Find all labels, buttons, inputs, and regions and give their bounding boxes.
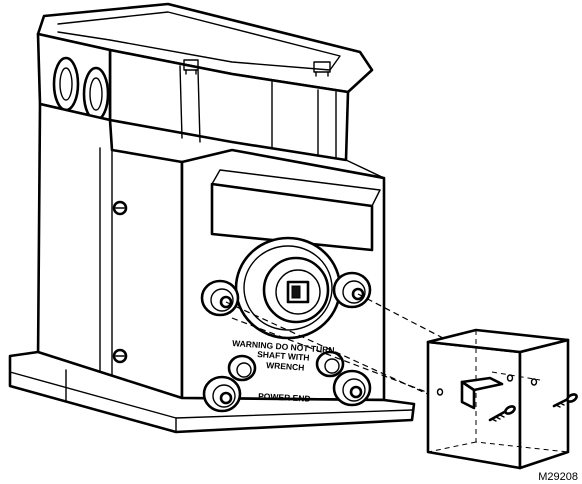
power-end-label: POWER END	[258, 391, 311, 404]
warning-label-line2: SHAFT WITH	[257, 349, 310, 363]
fitting-upper-left	[200, 279, 240, 317]
side-screw-upper	[112, 200, 128, 216]
fitting-lower-right	[332, 369, 372, 407]
screw-left	[488, 405, 516, 422]
base-plate	[8, 350, 416, 434]
figure-id: M29208	[538, 471, 578, 483]
cover-clip-left	[183, 59, 199, 75]
fitting-mid-left	[227, 354, 257, 382]
warning-label-line3: WRENCH	[266, 360, 305, 373]
side-screw-lower	[112, 348, 128, 364]
fitting-upper-right	[332, 271, 372, 309]
screw-right	[552, 393, 578, 408]
shaft-hub	[234, 236, 342, 340]
conduit-opening-2	[82, 66, 110, 122]
top-cover	[36, 2, 374, 162]
cover-clip-right	[313, 61, 331, 77]
exploded-cover-box	[426, 328, 570, 470]
conduit-opening-1	[52, 56, 80, 112]
fitting-lower-left	[202, 375, 242, 413]
